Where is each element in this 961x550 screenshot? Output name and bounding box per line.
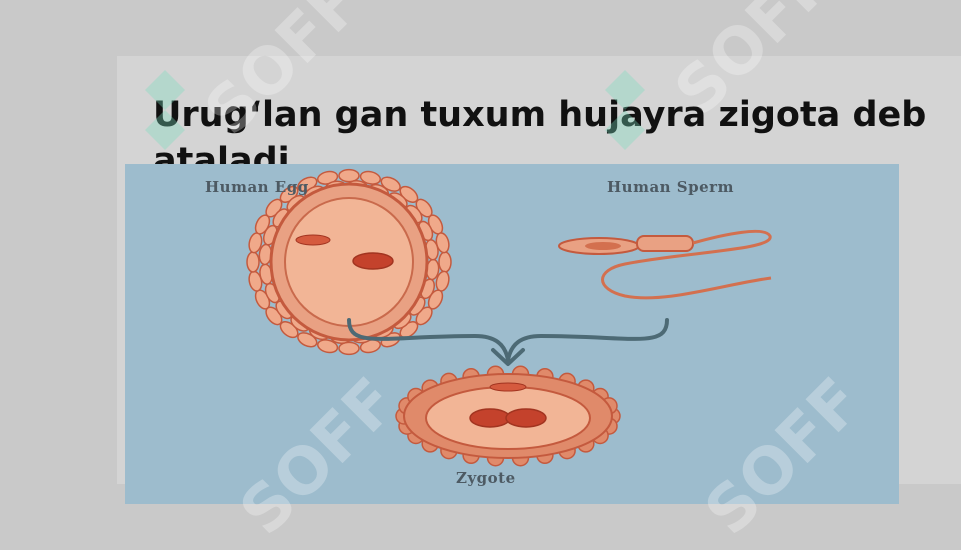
arrow-head xyxy=(491,348,525,366)
corona-cell xyxy=(359,170,381,185)
corona-cell xyxy=(297,332,318,348)
egg-polar-body xyxy=(295,234,331,246)
sperm xyxy=(558,229,772,300)
sperm-midpiece xyxy=(636,235,694,252)
corona-cell xyxy=(380,176,401,192)
zygote-pronucleus-right xyxy=(505,408,547,428)
human-egg-label: Human Egg xyxy=(205,178,309,196)
zygote-polar-body xyxy=(489,382,527,392)
corona-cell xyxy=(338,168,360,183)
zygote-label: Zygote xyxy=(456,469,516,487)
corona-cell xyxy=(438,251,452,273)
sperm-tail xyxy=(601,229,772,300)
fertilization-diagram xyxy=(246,168,772,467)
corona-cell xyxy=(317,339,339,354)
sperm-nucleus xyxy=(585,242,621,250)
human-sperm-label: Human Sperm xyxy=(607,178,734,196)
slide-title: Urug‘lan gan tuxum hujayra zigota deb at… xyxy=(153,95,927,181)
zygote-pronucleus-left xyxy=(469,408,511,428)
corona-cell xyxy=(246,251,260,273)
corona-cell xyxy=(338,341,360,356)
egg-nucleus xyxy=(352,252,394,270)
fertilization-illustration: Human Egg Human Sperm Zygote xyxy=(125,164,899,504)
egg-cytoplasm xyxy=(284,197,414,327)
merge-arrow xyxy=(347,318,669,362)
